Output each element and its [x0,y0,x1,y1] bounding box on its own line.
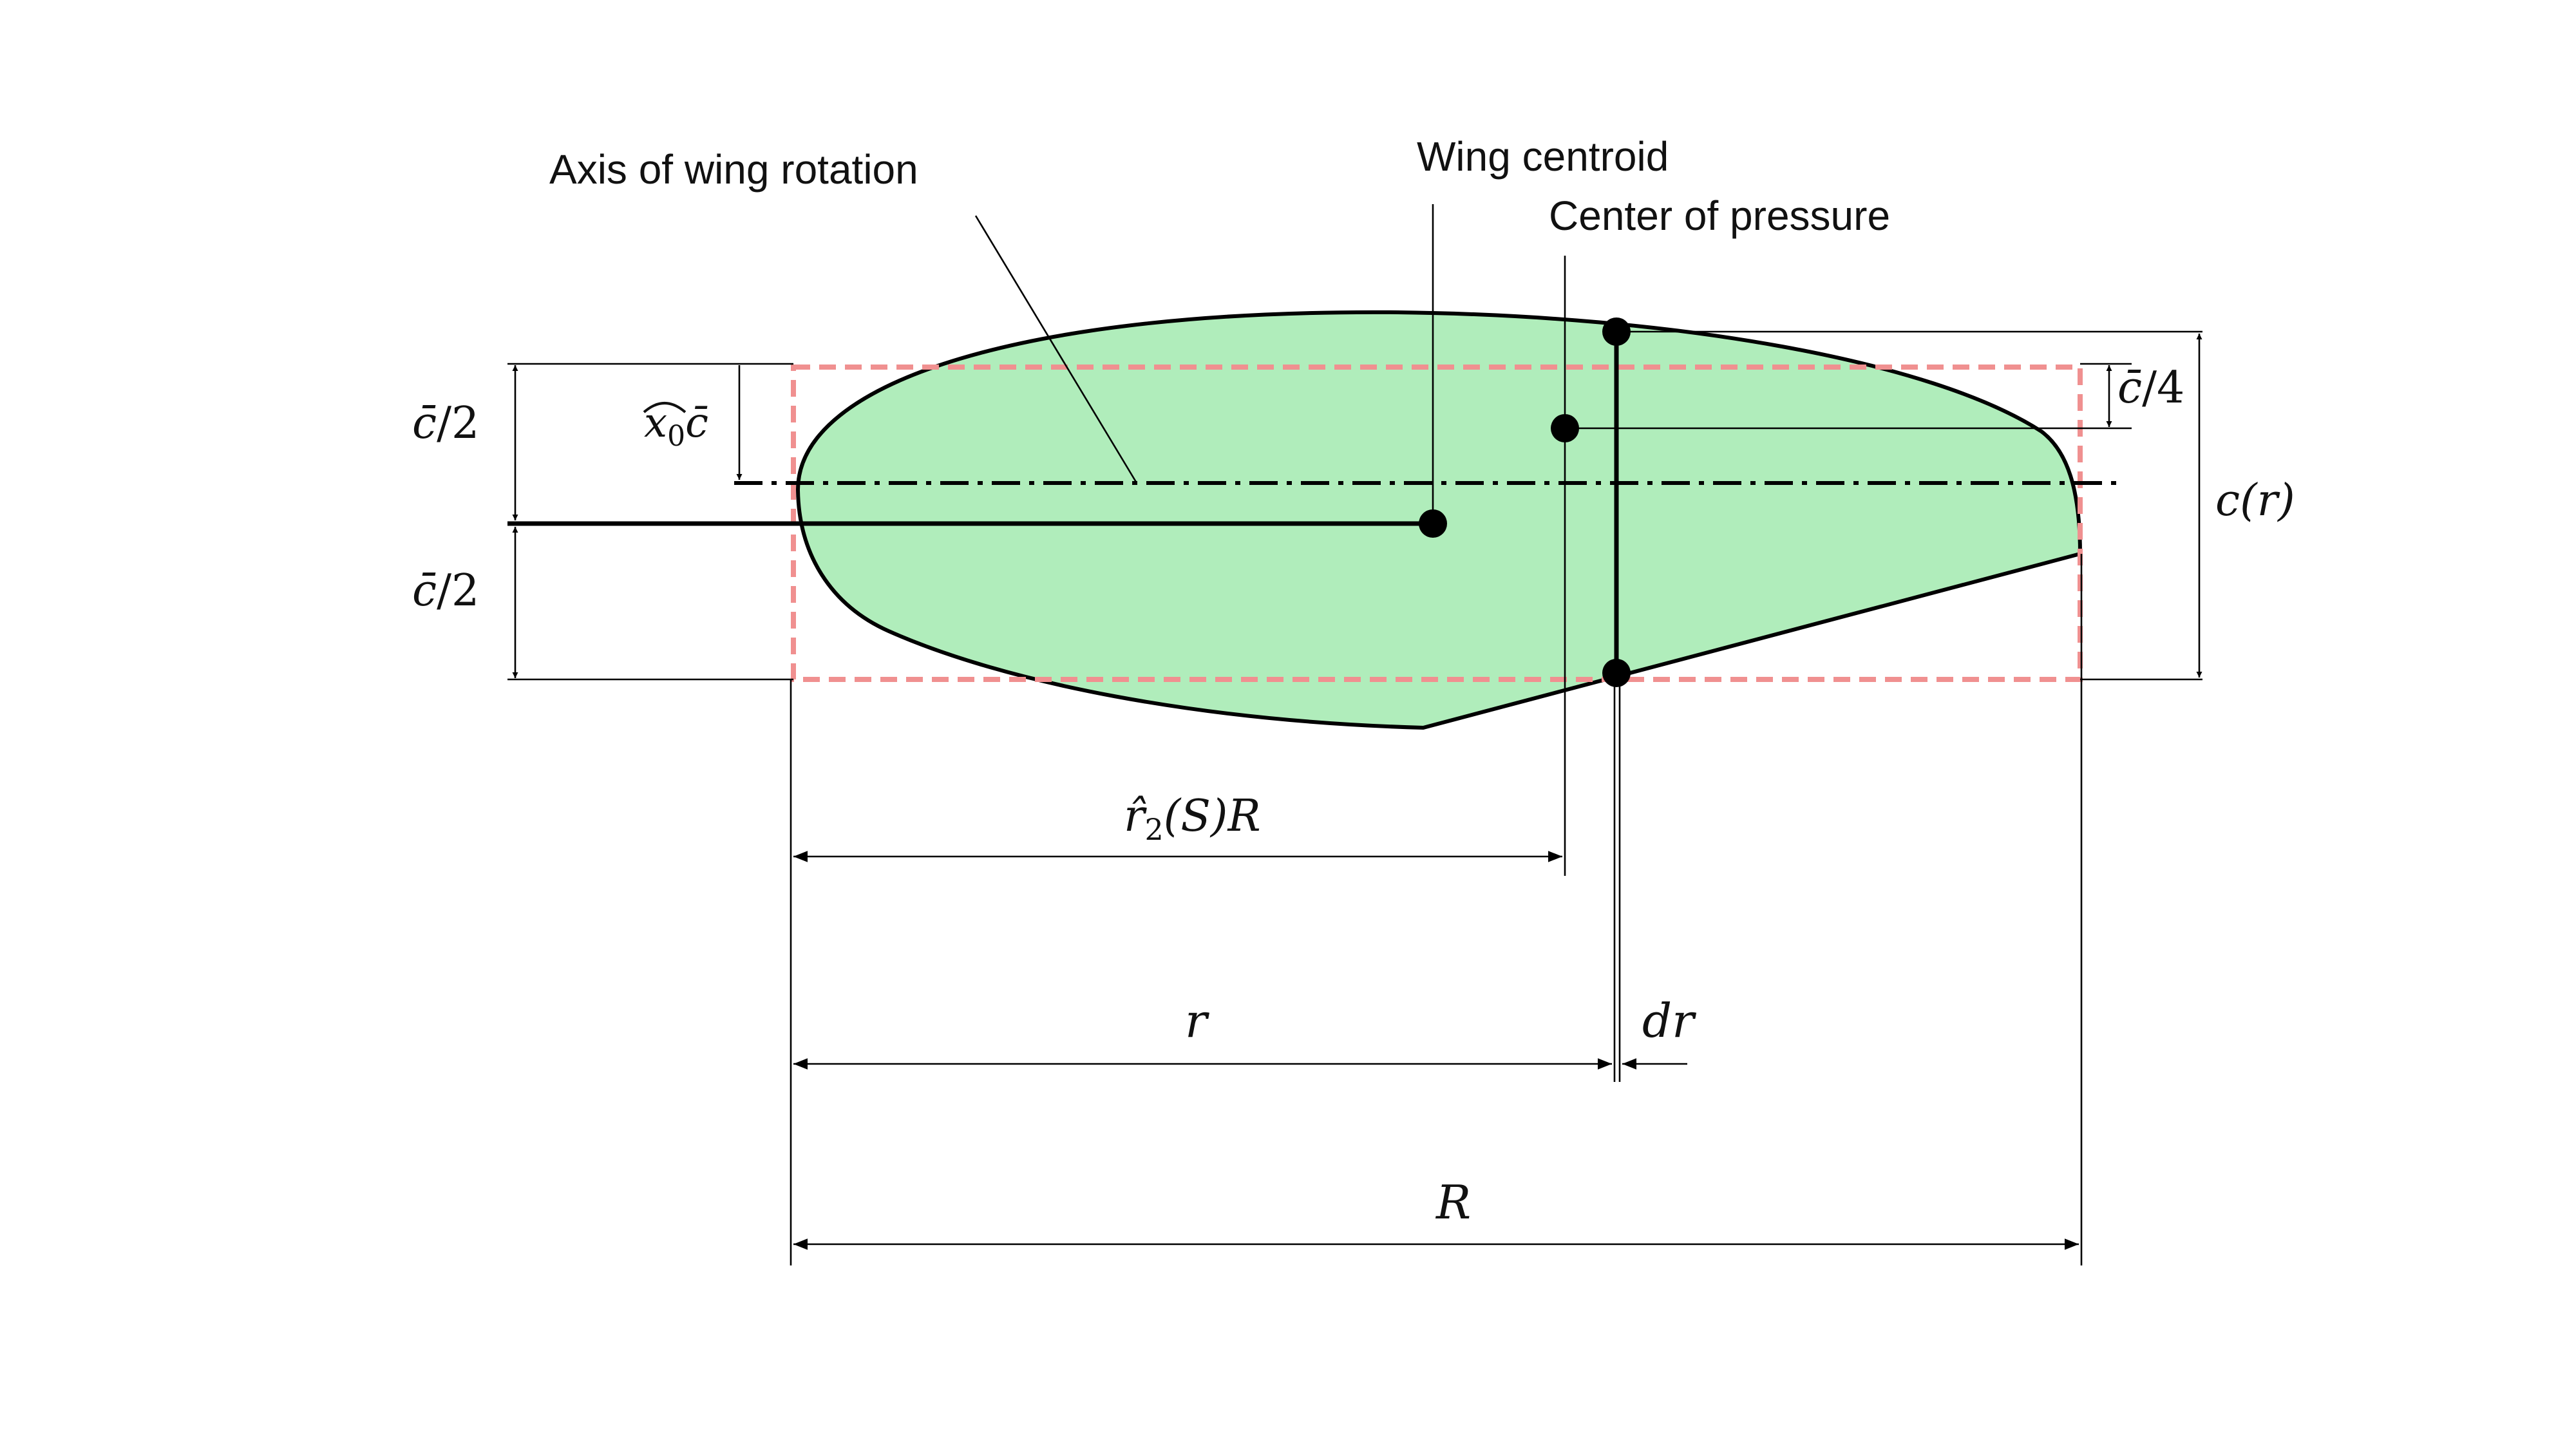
axis-of-rotation-label: Axis of wing rotation [549,146,918,193]
center-of-pressure-dot [1551,414,1579,442]
chord-bottom-dot [1602,659,1631,687]
cbar-quarter-label: c̄/4 [2117,363,2184,413]
x0-cbar-label: x0c̄ [643,399,708,453]
dr-label: dr [1642,994,1696,1048]
chord-top-dot [1602,317,1631,346]
r-label: r [1185,994,1209,1048]
wing-centroid-label: Wing centroid [1417,133,1669,180]
svg-text:x0c̄: x0c̄ [644,399,708,453]
axis-of-rotation-leader [974,215,1138,484]
span-label: R [1435,1175,1471,1229]
center-of-pressure-label: Center of pressure [1549,193,1890,239]
cbar-half-upper-label: c̄/2 [412,398,479,449]
cbar-half-lower-label: c̄/2 [412,565,479,616]
r2-radius-label: r̂2(S)R [1124,791,1261,847]
local-chord-label: c(r) [2215,475,2295,526]
